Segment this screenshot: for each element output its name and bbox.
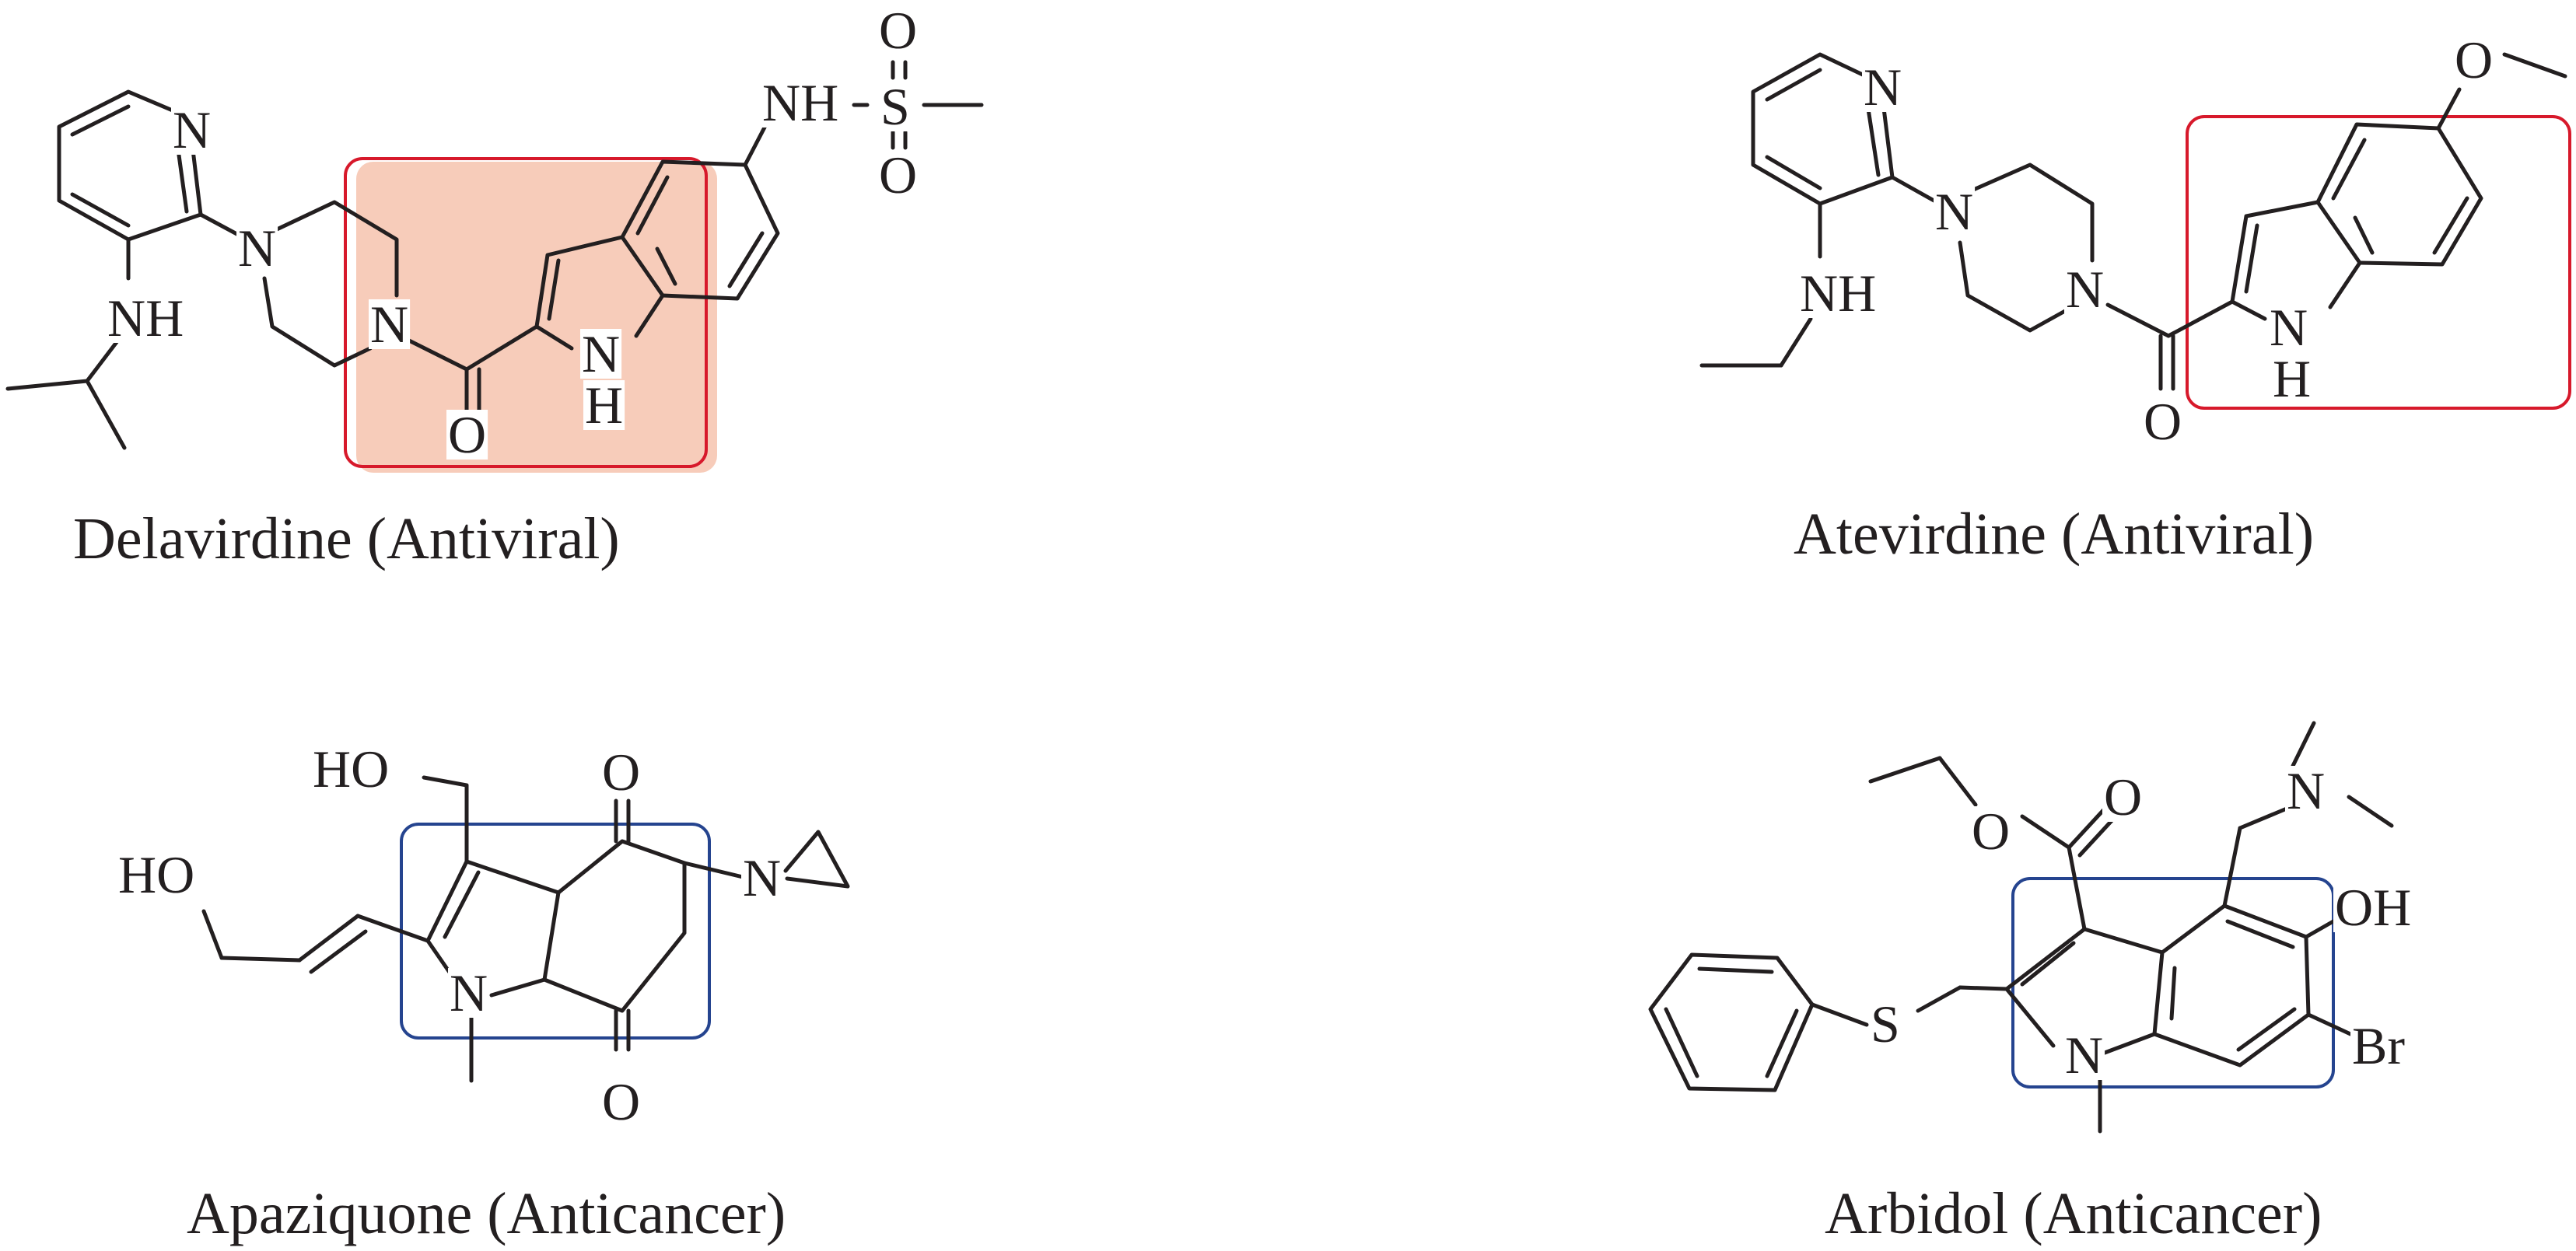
atevirdine-atom-n-pyridine: N (1864, 58, 1902, 117)
atevirdine-atom-n2: N (2066, 260, 2104, 319)
atevirdine-caption: Atevirdine (Antiviral) (1794, 501, 2314, 567)
atom-label-background (761, 78, 841, 128)
atom-label-background (583, 380, 625, 430)
delavirdine-atom-h-indole: H (585, 376, 623, 435)
arbidol-atom-n-ring: N (2065, 1026, 2103, 1085)
delavirdine-caption: Delavirdine (Antiviral) (73, 506, 620, 571)
arbidol-atom-o-carbonyl: O (2104, 767, 2142, 826)
atom-label-background (2142, 397, 2184, 446)
atom-label-background (580, 329, 622, 379)
apaziquone-atom-n-ring: N (450, 963, 488, 1022)
atom-label-background (2333, 882, 2413, 932)
atevirdine-structure: N NH N N O N H O Atevirdine (Antiviral) (1699, 30, 2571, 567)
delavirdine-atom-n-pyridine: N (173, 100, 211, 159)
arbidol-structure: O O N OH Br S N Arbidol (Anticancer) (1648, 721, 2413, 1246)
atom-label-background (877, 150, 919, 200)
atom-label-background (2271, 354, 2313, 404)
atom-label-background (236, 223, 278, 273)
delavirdine-atom-o-bottom: O (879, 145, 917, 204)
delavirdine-atom-nh: NH (107, 288, 184, 348)
atom-label-background (1869, 999, 1902, 1049)
atevirdine-atom-n1: N (1935, 182, 1973, 241)
atom-label-background (1934, 187, 1976, 236)
apaziquone-atom-o-top: O (602, 743, 640, 802)
delavirdine-atom-nh-sulfon: NH (762, 73, 838, 132)
atom-label-background (448, 968, 490, 1018)
arbidol-atom-br: Br (2352, 1016, 2405, 1075)
atom-label-background (600, 747, 642, 797)
atom-label-background (446, 410, 488, 460)
atevirdine-atom-o: O (2144, 392, 2182, 451)
atom-label-background (311, 744, 391, 794)
arbidol-caption: Arbidol (Anticancer) (1825, 1181, 2322, 1246)
atom-label-background (741, 853, 783, 903)
atom-label-background (877, 5, 919, 55)
atom-label-background (2268, 302, 2310, 352)
delavirdine-atom-n-indole: N (582, 324, 620, 383)
atom-label-background (2102, 772, 2144, 822)
delavirdine-atom-s: S (880, 77, 910, 136)
delavirdine-atom-o: O (448, 405, 486, 464)
apaziquone-atom-ho-left: HO (118, 845, 194, 904)
apaziquone-atom-ho-top: HO (313, 739, 389, 798)
atom-label-background (600, 1077, 642, 1127)
atom-label-background (369, 299, 411, 349)
apaziquone-atom-n-aziridine: N (743, 848, 781, 907)
apaziquone-atom-o-bottom: O (602, 1072, 640, 1131)
arbidol-atom-o-ester: O (1972, 802, 2010, 861)
atom-label-background (1970, 806, 2012, 856)
atom-label-background (117, 850, 197, 900)
atom-label-background (106, 293, 186, 343)
arbidol-atom-oh: OH (2335, 878, 2411, 937)
atom-label-background (2063, 1030, 2105, 1080)
atom-label-background (2064, 264, 2106, 314)
delavirdine-structure: N NH N N O N H NH S O O Delavirdine (Ant… (5, 1, 984, 571)
atom-label-background (171, 105, 213, 155)
atevirdine-atom-n-indole: N (2270, 298, 2308, 357)
atom-label-background (2453, 35, 2495, 85)
atevirdine-atom-h-indole: H (2273, 349, 2311, 408)
atevirdine-atom-nh: NH (1800, 264, 1876, 323)
delavirdine-highlight-box (344, 157, 708, 468)
atevirdine-highlight-box (2186, 115, 2571, 410)
apaziquone-caption: Apaziquone (Anticancer) (187, 1181, 786, 1246)
arbidol-atom-s: S (1871, 994, 1900, 1054)
arbidol-atom-n-dimethyl: N (2287, 761, 2325, 820)
delavirdine-atom-n1: N (238, 218, 276, 278)
atom-label-background (1798, 268, 1878, 318)
atom-label-background (2350, 1021, 2407, 1071)
apaziquone-structure: HO HO O O N N Apaziquone (Anticancer) (117, 739, 850, 1246)
atom-label-background (1862, 62, 1904, 112)
atom-label-background (2285, 766, 2327, 816)
atom-label-background (879, 82, 912, 131)
delavirdine-atom-o-top: O (879, 1, 917, 60)
atevirdine-atom-o-methoxy: O (2455, 30, 2493, 89)
delavirdine-atom-n2: N (370, 295, 408, 354)
